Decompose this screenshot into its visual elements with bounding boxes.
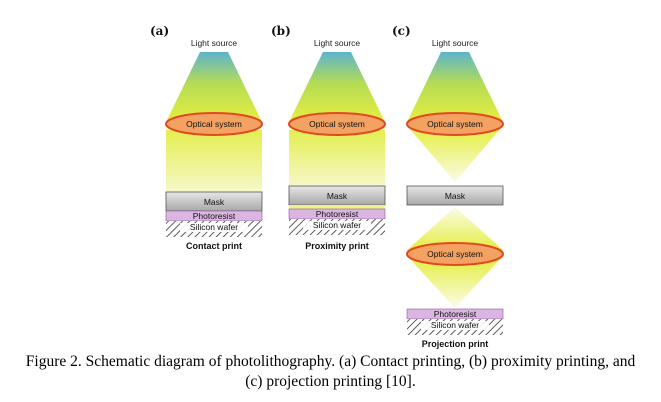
proximity-print-caption: Proximity print: [305, 241, 369, 251]
light-source-label: Light source: [314, 38, 361, 48]
photoresist-label: Photoresist: [434, 309, 477, 319]
optical-system-lens: [165, 112, 263, 136]
collimated-beam: [166, 130, 262, 192]
panel-a: (a) Light source Optical system Mask Pho…: [150, 24, 263, 251]
optical-system-lens: [288, 112, 386, 136]
figure-caption-line-2: (c) projection printing [10].: [245, 373, 416, 390]
optical-system-lens-bottom: [406, 242, 504, 266]
photoresist-label: Photoresist: [316, 209, 359, 219]
photolithography-diagram: (a) Light source Optical system Mask Pho…: [150, 24, 504, 349]
figure-caption-line-1: Figure 2. Schematic diagram of photolith…: [25, 353, 636, 370]
collimated-beam: [289, 130, 385, 186]
contact-print-caption: Contact print: [186, 241, 242, 251]
projection-print-caption: Projection print: [422, 339, 489, 349]
converging-beam: [409, 128, 501, 182]
panel-c: (c) Light source Optical system Mask Opt…: [392, 24, 504, 349]
mask-label: Mask: [445, 191, 466, 201]
silicon-wafer-label: Silicon wafer: [313, 220, 361, 230]
optical-system-lens-top: [406, 112, 504, 136]
optical-system-bottom-label: Optical system: [427, 249, 483, 259]
mask-label: Mask: [327, 191, 348, 201]
light-cone: [289, 52, 385, 122]
optical-system-top-label: Optical system: [427, 119, 483, 129]
converging-beam-lower: [409, 258, 501, 308]
mask-label: Mask: [204, 197, 225, 207]
panel-c-label: (c): [392, 24, 411, 38]
panel-a-label: (a): [150, 24, 169, 38]
photoresist-label: Photoresist: [193, 211, 236, 221]
optical-system-label: Optical system: [309, 119, 365, 129]
figure-caption: Figure 2. Schematic diagram of photolith…: [0, 352, 661, 402]
proximity-gap: [289, 205, 385, 209]
light-source-label: Light source: [191, 38, 238, 48]
diverging-beam: [407, 207, 503, 250]
optical-system-label: Optical system: [186, 119, 242, 129]
silicon-wafer-label: Silicon wafer: [431, 320, 479, 330]
light-source-label: Light source: [432, 38, 479, 48]
light-cone: [407, 52, 503, 122]
light-cone: [166, 52, 262, 122]
silicon-wafer-label: Silicon wafer: [190, 222, 238, 232]
mask: [406, 185, 504, 206]
panel-b: (b) Light source Optical system Mask Pho…: [271, 24, 386, 251]
panel-b-label: (b): [271, 24, 291, 38]
